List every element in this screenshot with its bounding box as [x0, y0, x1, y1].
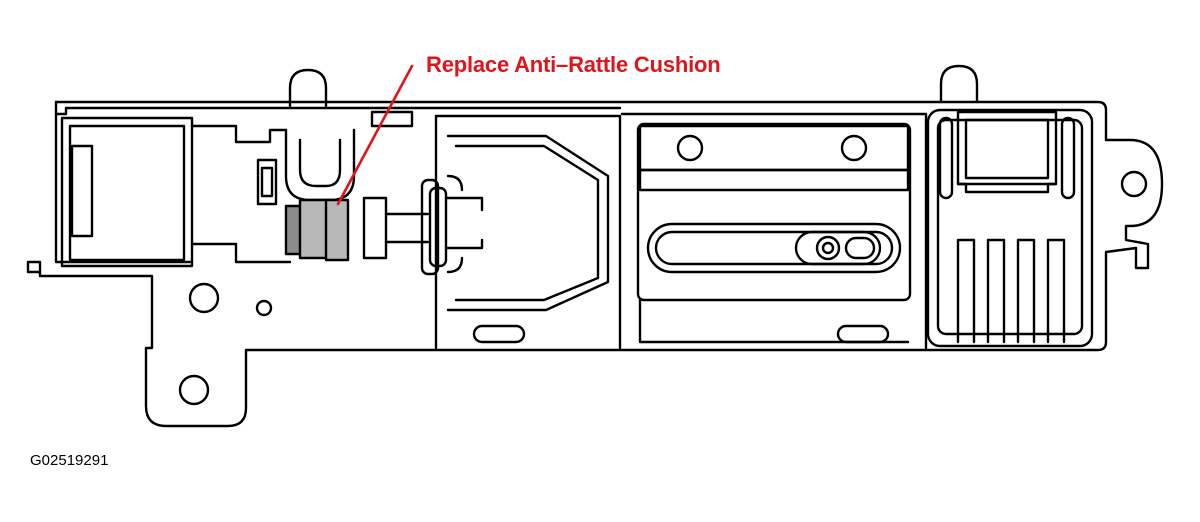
small-clip: [256, 158, 278, 206]
hole-lower-left-small: [255, 299, 273, 317]
hole-left-tab: [178, 374, 210, 406]
top-slot: [370, 110, 414, 128]
figure-id: G02519291: [30, 452, 109, 469]
left-bracket-step: [190, 124, 288, 144]
top-mounting-bump-right: [939, 64, 979, 104]
module-outer: [636, 122, 912, 302]
connector-outer: [926, 108, 1094, 348]
center-lower-slot: [472, 324, 526, 344]
spring-wire-bottom: [444, 238, 484, 250]
connector-pin: [956, 238, 976, 344]
left-bracket-inner: [68, 124, 186, 262]
callout-leader-line: [336, 64, 414, 206]
guide-u-shape: [284, 128, 356, 202]
module-top-panel: [638, 124, 910, 172]
module-frame: [620, 112, 928, 350]
slider-knob: [794, 230, 882, 266]
plunger-shaft-head: [362, 196, 388, 260]
connector-pins: [956, 238, 1066, 344]
module-hole-right: [840, 134, 868, 162]
connector-pin: [1016, 238, 1036, 344]
spring-clip-left: [420, 178, 440, 276]
slider-track-outer: [646, 222, 902, 274]
housing-top-edge-inner: [54, 100, 622, 116]
spring-clip-right: [428, 186, 448, 268]
spring-wire-top: [444, 196, 484, 212]
small-clip-inner: [260, 166, 274, 198]
center-bracket-frame: [434, 114, 622, 350]
guide-u-inner: [298, 138, 342, 188]
top-mounting-bump-left: [288, 68, 328, 108]
center-bracket-body: [446, 134, 610, 312]
left-bracket-lower: [190, 242, 292, 264]
callout-label: Replace Anti–Rattle Cushion: [426, 52, 721, 77]
connector-pin: [986, 238, 1006, 344]
center-bracket-inner: [454, 144, 600, 302]
module-hole-left: [676, 134, 704, 162]
slider-pill: [844, 236, 876, 260]
hole-lower-left-large: [188, 282, 220, 314]
slider-track-inner: [654, 230, 894, 266]
left-bracket-slot: [70, 144, 94, 238]
anti-rattle-cushion: [324, 198, 350, 262]
connector-side-left: [938, 116, 954, 200]
housing-outline: [26, 100, 1164, 428]
connector-top-socket-inner: [964, 118, 1050, 180]
module-lower-slot: [836, 324, 890, 344]
slider-pivot-center: [821, 241, 835, 255]
module-mid-band: [638, 168, 910, 192]
module-bottom-edge: [638, 298, 910, 344]
center-bracket-arcs: [446, 174, 464, 274]
right-ear-hole: [1120, 170, 1148, 198]
left-bracket-outer: [60, 116, 194, 268]
slider-pivot: [815, 235, 841, 261]
housing-bottom-ledge: [54, 112, 192, 264]
connector-side-right: [1060, 116, 1076, 200]
connector-top-socket: [956, 110, 1058, 186]
connector-pin: [1046, 238, 1066, 344]
connector-socket-base: [956, 182, 1058, 194]
connector-inner: [936, 118, 1084, 336]
